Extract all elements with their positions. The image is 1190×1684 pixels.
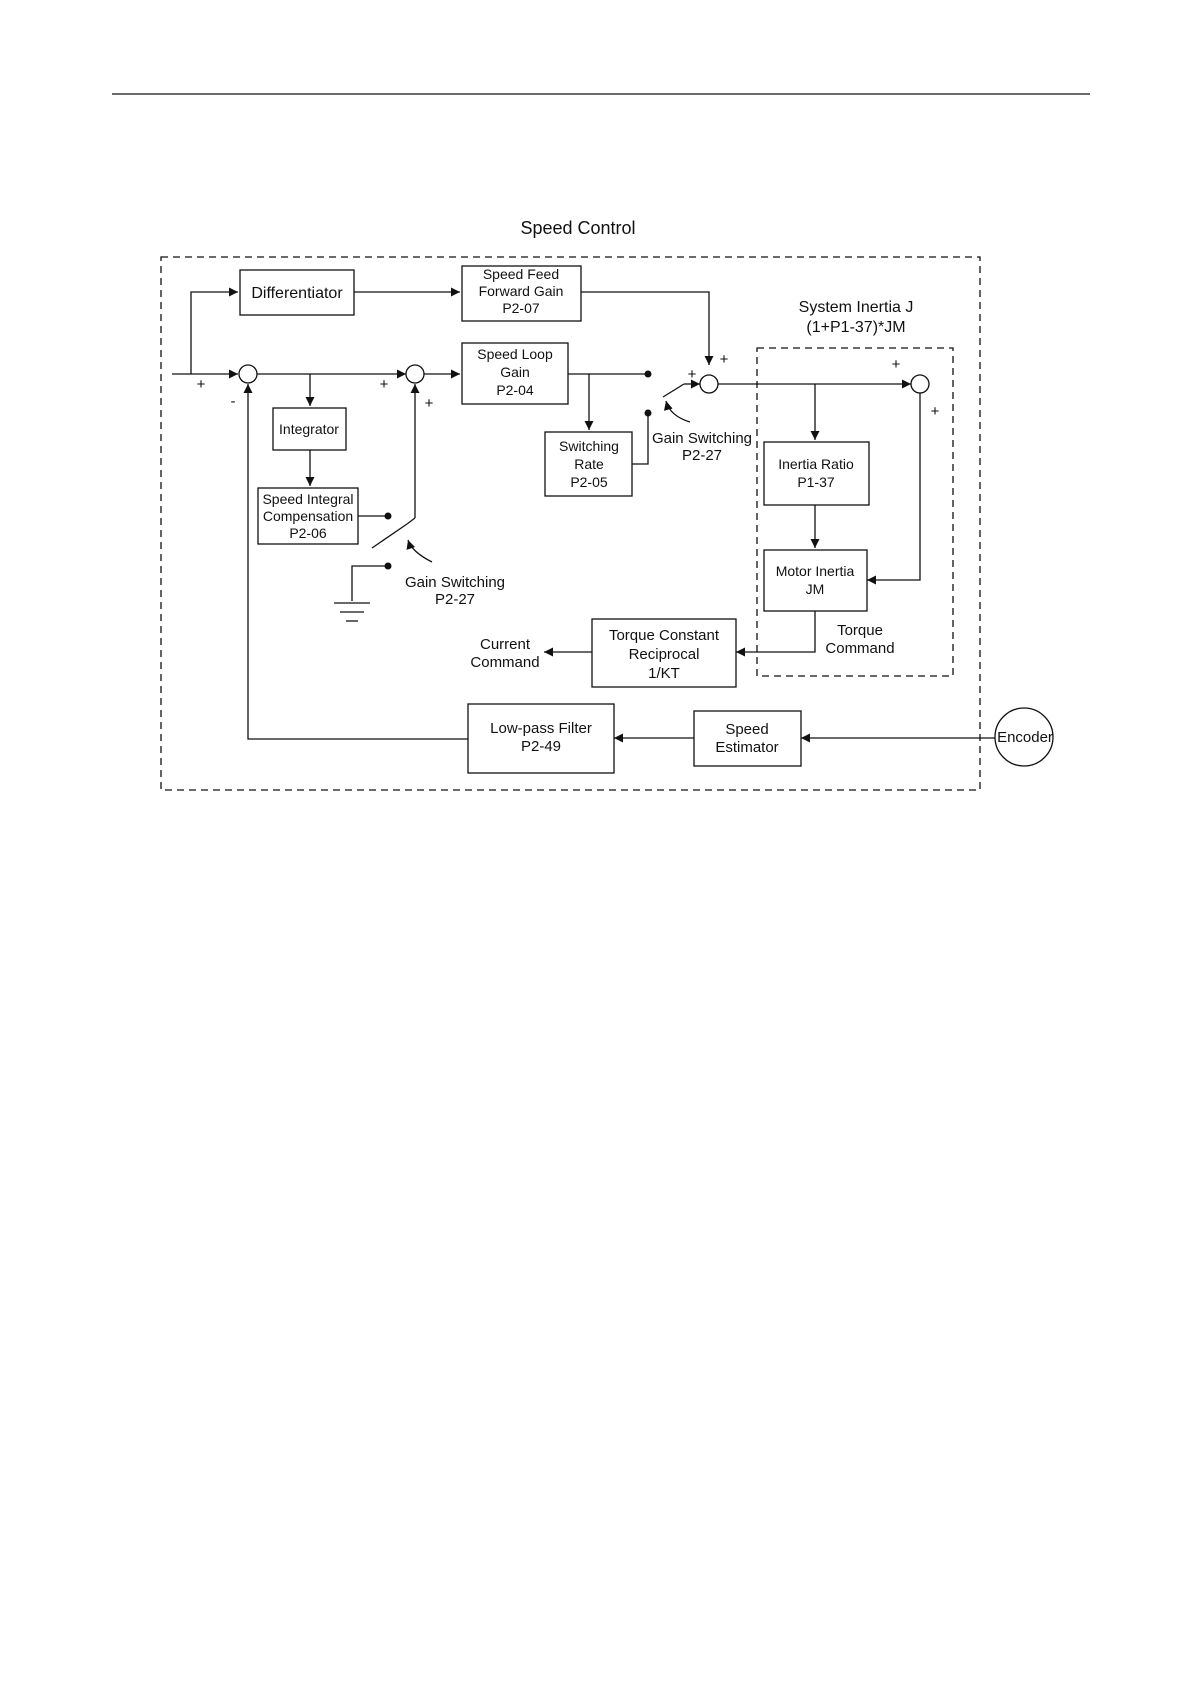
switch1-contact-integral <box>384 512 392 520</box>
block-label: Motor Inertia <box>776 563 855 579</box>
block-label: JM <box>806 581 825 597</box>
switch2-contact-loop-gain <box>644 370 652 378</box>
diagram-title: Speed Control <box>520 218 635 238</box>
gain-switching-label-2: Gain Switching <box>652 430 752 447</box>
block-speed-integral-compensation: Speed Integral Compensation P2-06 <box>257 487 359 545</box>
block-label: P2-05 <box>570 474 608 490</box>
block-label: Switching <box>559 438 619 454</box>
gain-switching-label-1: Gain Switching <box>405 574 505 591</box>
block-label: P2-04 <box>496 382 534 398</box>
sign-sum2-input: + <box>380 376 389 393</box>
block-label: Reciprocal <box>629 646 700 663</box>
sign-sum3-top: + <box>720 351 729 368</box>
gain-switching-param-1: P2-27 <box>435 591 475 608</box>
block-speed-loop-gain: Speed Loop Gain P2-04 <box>461 342 569 405</box>
block-label: P2-07 <box>502 300 540 316</box>
block-label: Speed Feed <box>483 266 559 282</box>
block-label: P2-49 <box>521 738 561 755</box>
block-label: Compensation <box>263 508 353 524</box>
block-label: P1-37 <box>797 474 835 490</box>
encoder: Encoder <box>994 707 1054 767</box>
block-label: Integrator <box>279 421 339 437</box>
current-command-label: Current <box>480 636 531 653</box>
block-integrator: Integrator <box>272 407 347 451</box>
block-label: Forward Gain <box>479 283 564 299</box>
torque-command-label-2: Command <box>825 640 894 657</box>
block-label: Rate <box>574 456 604 472</box>
system-inertia-formula: (1+P1-37)*JM <box>806 319 905 336</box>
block-low-pass-filter: Low-pass Filter P2-49 <box>467 703 615 774</box>
block-label: Differentiator <box>251 285 343 302</box>
block-label: Low-pass Filter <box>490 720 592 737</box>
summing-junction-1 <box>238 364 258 384</box>
summing-junction-4 <box>910 374 930 394</box>
switch2-contact-switching-rate <box>644 409 652 417</box>
block-motor-inertia: Motor Inertia JM <box>763 549 868 612</box>
torque-command-label: Torque <box>837 622 883 639</box>
block-switching-rate: Switching Rate P2-05 <box>544 431 633 497</box>
block-label: Speed Loop <box>477 346 553 362</box>
sign-sum3-left: + <box>688 366 697 383</box>
block-inertia-ratio: Inertia Ratio P1-37 <box>763 441 870 506</box>
current-command-label-2: Command <box>470 654 539 671</box>
block-label: Speed <box>725 721 768 738</box>
system-inertia-frame <box>756 347 954 677</box>
block-label: Speed Integral <box>262 491 353 507</box>
sign-sum4-right: + <box>931 403 940 420</box>
sign-sum2-integral: + <box>425 395 434 412</box>
summing-junction-3 <box>699 374 719 394</box>
summing-junction-2 <box>405 364 425 384</box>
block-speed-feed-forward-gain: Speed Feed Forward Gain P2-07 <box>461 265 582 322</box>
block-label: P2-06 <box>289 525 327 541</box>
encoder-label: Encoder <box>997 729 1053 746</box>
system-inertia-label: System Inertia J <box>799 299 914 316</box>
block-torque-constant-reciprocal: Torque Constant Reciprocal 1/KT <box>591 618 737 688</box>
block-label: Inertia Ratio <box>778 456 854 472</box>
block-differentiator: Differentiator <box>239 269 355 316</box>
block-label: Gain <box>500 364 530 380</box>
gain-switching-param-2: P2-27 <box>682 447 722 464</box>
block-label: Estimator <box>715 739 778 756</box>
signal-lines <box>172 287 996 743</box>
block-label: 1/KT <box>648 665 680 682</box>
sign-sum1-feedback: - <box>231 393 236 410</box>
block-label: Torque Constant <box>609 627 720 644</box>
block-speed-estimator: Speed Estimator <box>693 710 802 767</box>
switch1-contact-ground <box>384 562 392 570</box>
sign-sum4-top: + <box>892 356 901 373</box>
speed-control-frame <box>160 256 981 791</box>
sign-sum1-input: + <box>197 376 206 393</box>
